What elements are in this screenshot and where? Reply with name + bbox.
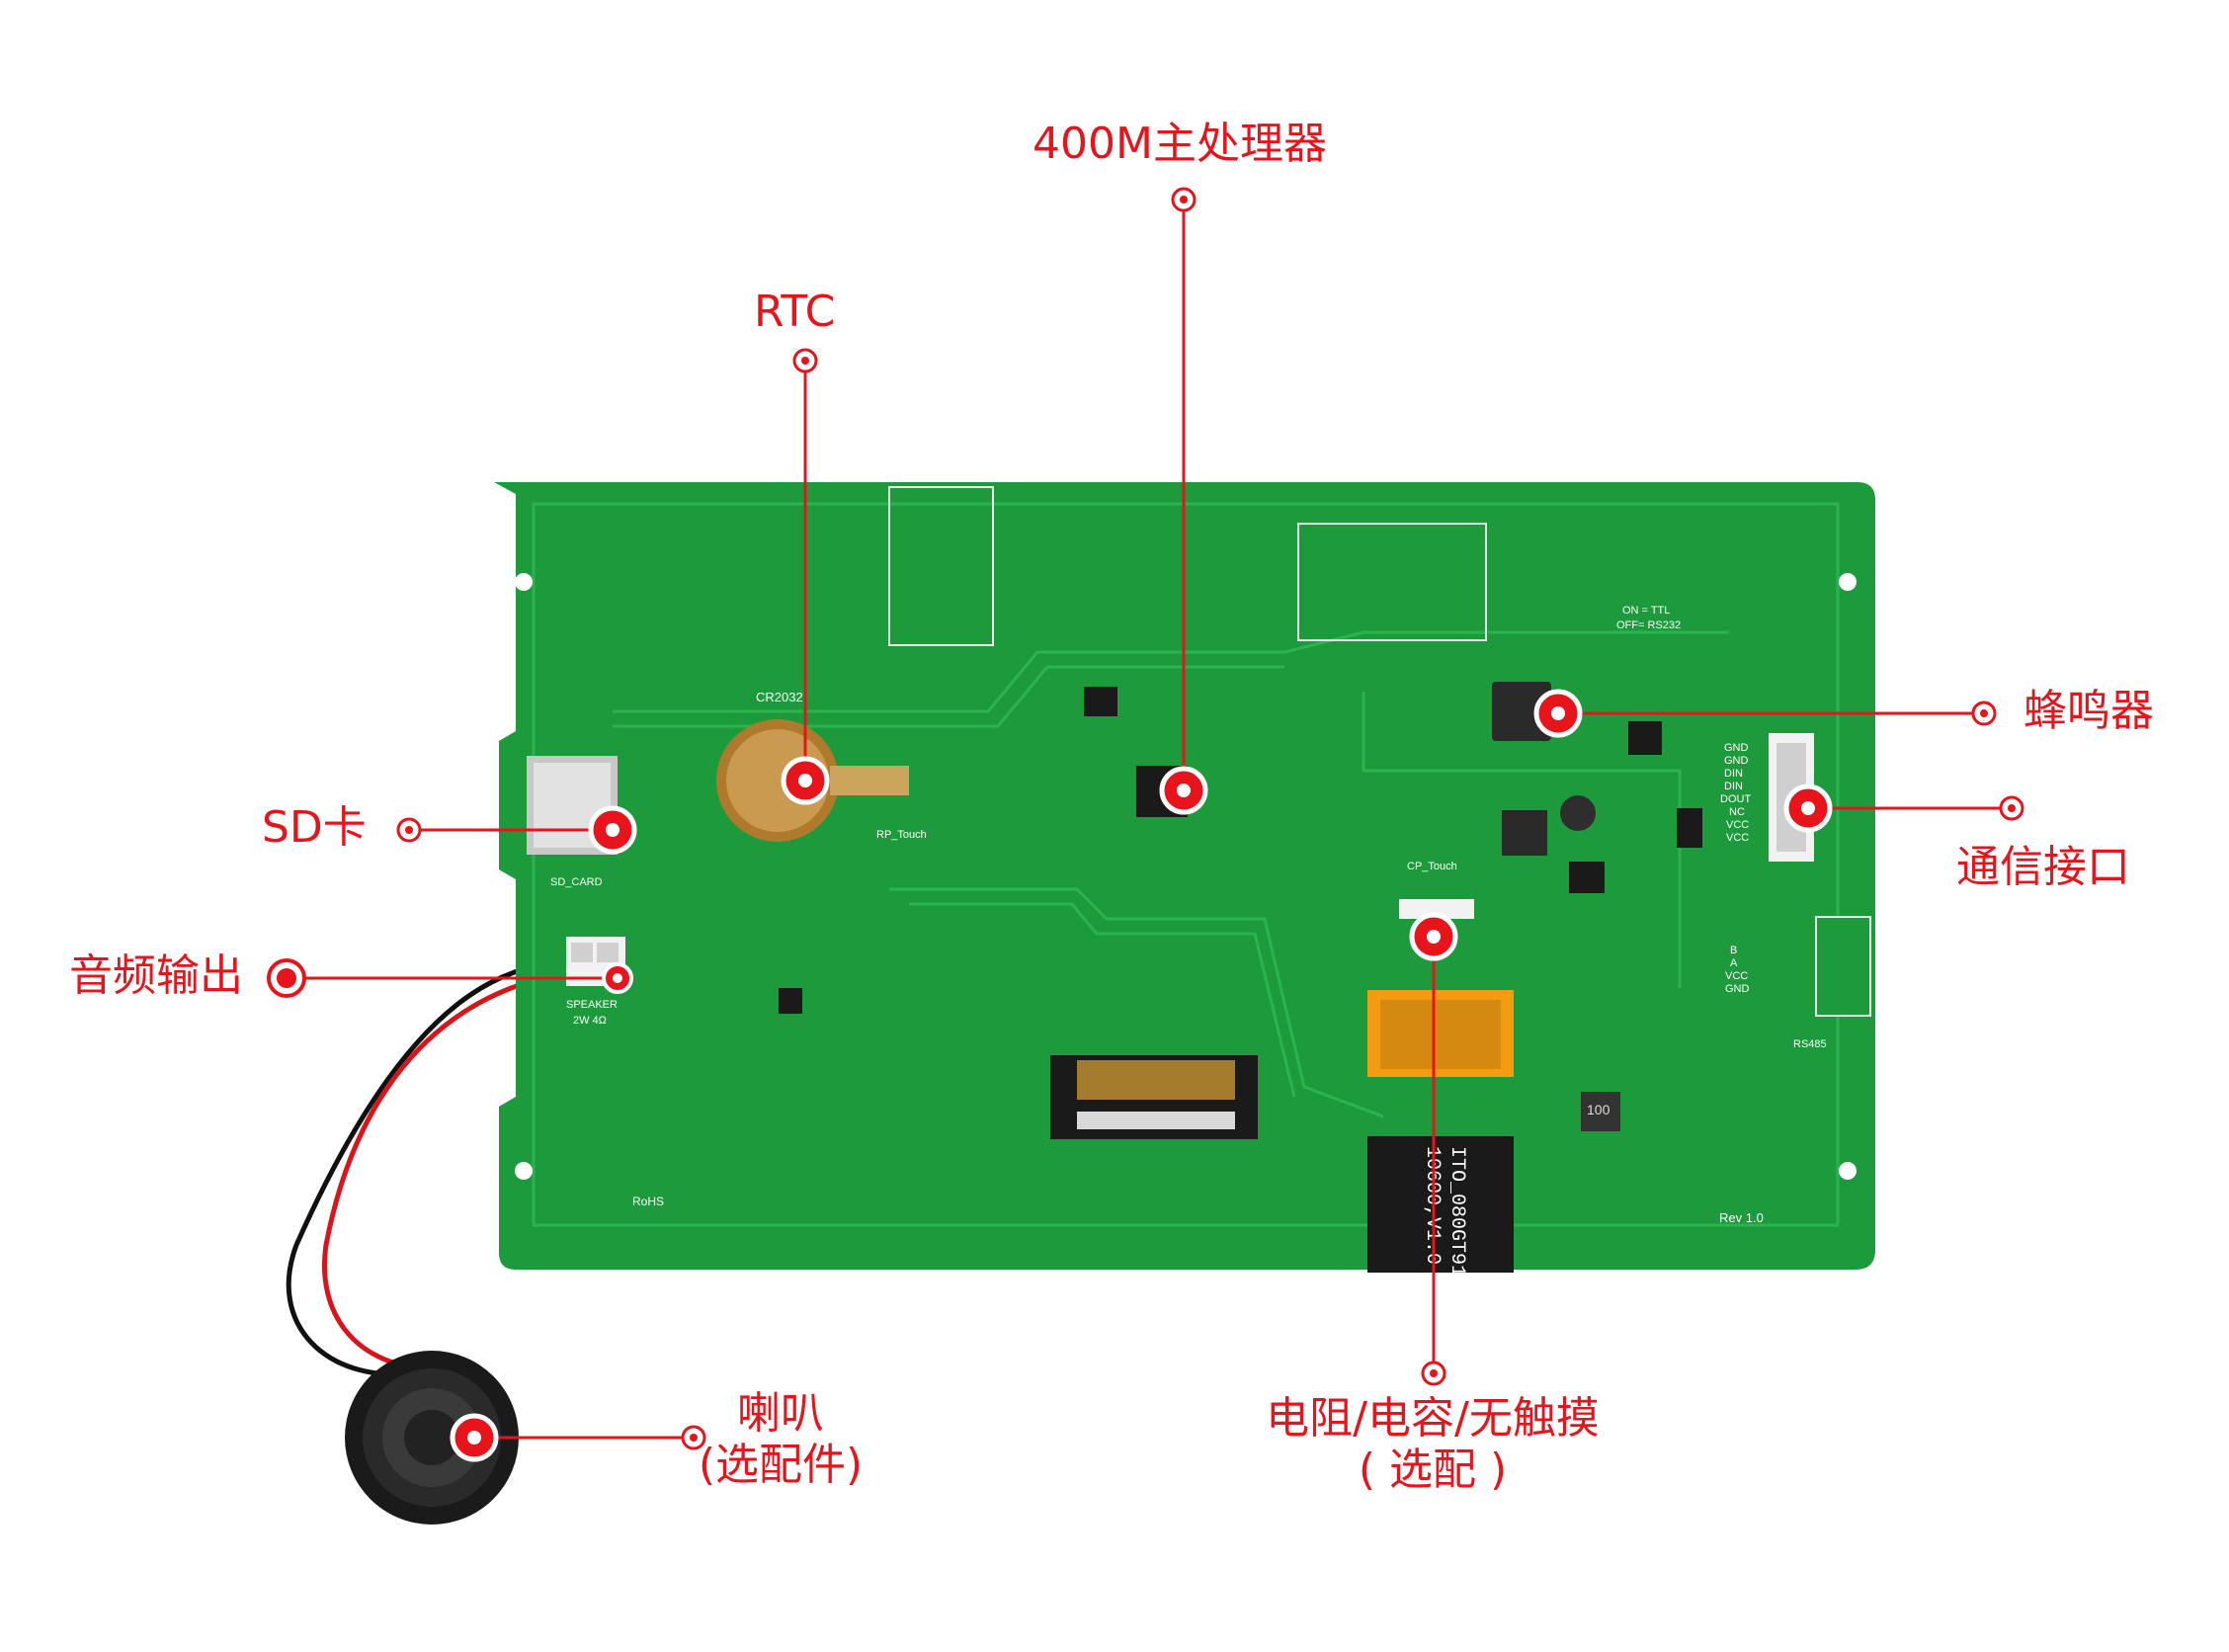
callout-lines (287, 200, 2012, 1440)
pin-label: DIN (1724, 768, 1743, 780)
speaker-callout-line2: (选配件) (698, 1439, 864, 1490)
audio-output-callout: 音频输出 (69, 950, 243, 1001)
battery-label: CR2032 (756, 690, 803, 704)
rtc-callout: RTC (754, 287, 836, 337)
processor-anchor-dot (1159, 766, 1208, 815)
rohs-label: RoHS (632, 1195, 664, 1208)
speaker-wire-red (322, 969, 584, 1371)
speaker-image (345, 1351, 519, 1525)
sd-card-callout: SD卡 (262, 802, 367, 853)
rs485-pin-label: A (1730, 957, 1738, 969)
speaker-callout: 喇叭 (选配件) (682, 1388, 879, 1491)
comm-anchor-dot (1783, 784, 1833, 833)
uart-on-label: ON = TTL (1622, 605, 1670, 617)
cp-touch-label: CP_Touch (1407, 861, 1457, 872)
buzzer-callout: 蜂鸣器 (2023, 686, 2154, 736)
sd-slot-label: SD_CARD (550, 876, 603, 888)
touch-callout: 电阻/电容/无触摸 ( 选配 ) (1225, 1393, 1640, 1496)
fpc-line1: ITO_080GT911 (1445, 1146, 1468, 1288)
speaker-rating-label: 2W 4Ω (573, 1015, 607, 1027)
pin-label: VCC (1726, 819, 1749, 831)
rs485-label: RS485 (1793, 1038, 1827, 1050)
touch-callout-line1: 电阻/电容/无触摸 (1266, 1393, 1600, 1444)
uart-off-label: OFF= RS232 (1616, 620, 1681, 631)
audio-anchor-dot (602, 962, 633, 994)
pin-label: DOUT (1720, 793, 1751, 805)
pin-label: VCC (1726, 832, 1749, 844)
rs485-pin-label: VCC (1725, 970, 1748, 982)
pin-label: NC (1729, 806, 1745, 818)
callout-anchors (450, 689, 1833, 1462)
rs485-pin-label: B (1730, 945, 1737, 956)
sd-anchor-dot (588, 805, 637, 855)
touch-callout-line2: ( 选配 ) (1358, 1444, 1508, 1495)
buzzer-anchor-dot (1533, 689, 1583, 738)
audio-output-marker (267, 958, 306, 998)
inductor-label: 100 (1587, 1102, 1610, 1117)
rs485-pin-label: GND (1725, 983, 1750, 995)
pin-label: GND (1724, 742, 1749, 754)
pin-label: DIN (1724, 781, 1743, 792)
processor-callout: 400M主处理器 (1032, 119, 1327, 169)
pin-label: GND (1724, 755, 1749, 767)
revision-label: Rev 1.0 (1719, 1210, 1764, 1225)
comm-interface-callout: 通信接口 (1956, 842, 2130, 892)
rtc-anchor-dot (781, 756, 830, 805)
speaker-anchor-dot (450, 1413, 499, 1462)
callout-end-markers (396, 187, 2024, 1450)
rp-touch-label: RP_Touch (876, 829, 927, 841)
speaker-label: SPEAKER (566, 999, 618, 1011)
touch-anchor-dot (1409, 912, 1458, 961)
speaker-callout-line1: 喇叭 (737, 1388, 824, 1439)
